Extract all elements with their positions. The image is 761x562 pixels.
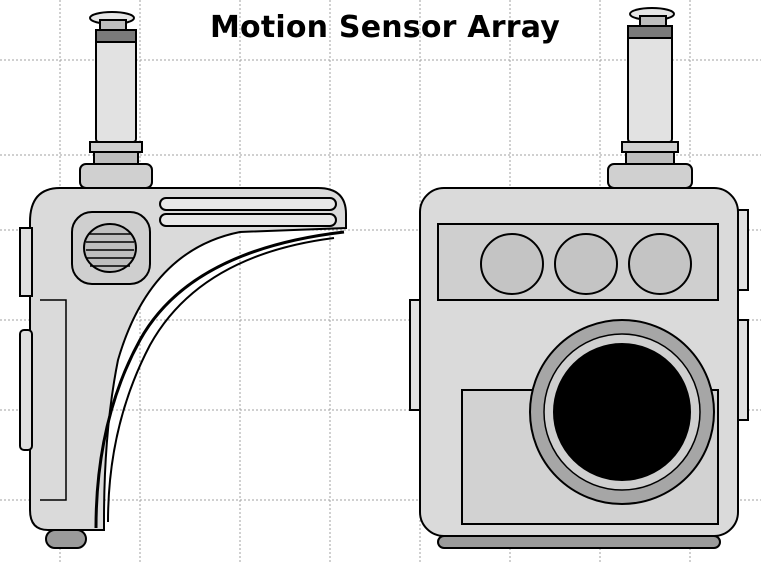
right-clip: [737, 209, 749, 291]
sensor-dome-3: [628, 233, 692, 295]
antenna-shaft-front: [627, 25, 673, 143]
antenna-ring-lower-front: [625, 151, 675, 165]
top-groove-upper: [159, 197, 337, 211]
right-grip: [737, 319, 749, 421]
sensor-dome-2: [554, 233, 618, 295]
antenna-collar-front: [639, 15, 667, 27]
antenna-ring-front: [621, 141, 679, 153]
side-clip: [19, 227, 33, 297]
top-groove-lower: [159, 213, 337, 227]
base-foot: [437, 535, 721, 549]
antenna-cap-band: [95, 29, 137, 43]
camera-lens: [553, 343, 691, 481]
antenna-base-front: [607, 163, 693, 189]
side-grip: [19, 329, 33, 451]
bottom-foot: [45, 529, 87, 549]
antenna-cap-band-front: [627, 25, 673, 39]
sensor-dome-1: [480, 233, 544, 295]
page-title: Motion Sensor Array: [209, 10, 560, 45]
left-grip: [409, 299, 421, 411]
speaker-grille: [83, 223, 137, 273]
